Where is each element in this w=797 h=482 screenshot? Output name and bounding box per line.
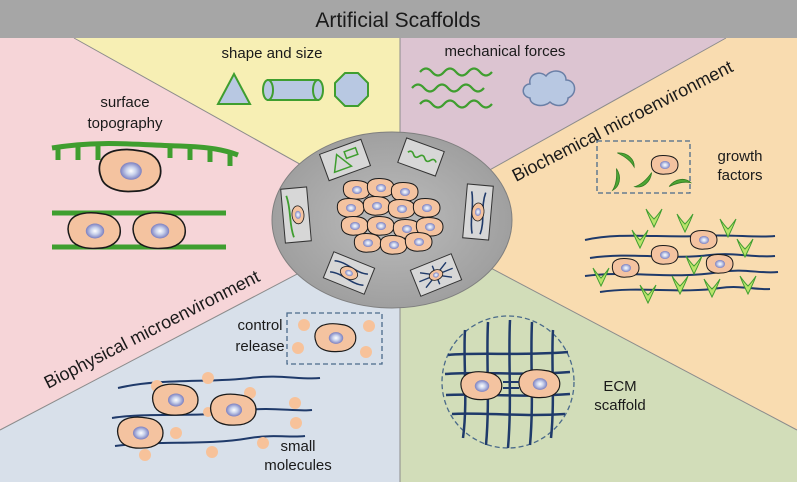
octagon-icon bbox=[334, 72, 369, 107]
cell-junction bbox=[503, 381, 519, 389]
control-label-line1: control bbox=[237, 317, 282, 334]
mechanical-forces-label: mechanical forces bbox=[445, 43, 566, 60]
cell bbox=[611, 257, 640, 278]
growth-factors-group: growth factors bbox=[584, 140, 779, 304]
molecule-dots bbox=[139, 372, 302, 461]
page-title: Artificial Scaffolds bbox=[315, 9, 480, 32]
tile-mechanical bbox=[397, 137, 445, 177]
cell bbox=[650, 244, 679, 265]
mechanical-forces-group: mechanical forces bbox=[411, 43, 576, 109]
small-label-line1: small bbox=[280, 438, 315, 455]
tile-small-molecules bbox=[322, 251, 376, 295]
control-release-group: control release bbox=[235, 312, 383, 365]
surface-label-line2: topography bbox=[87, 115, 163, 132]
triangle-icon bbox=[216, 71, 252, 105]
molecule-dots bbox=[292, 319, 375, 358]
growth-label-line1: growth bbox=[717, 148, 762, 165]
shape-size-label: shape and size bbox=[222, 45, 323, 62]
surface-topography-group: surface topography bbox=[51, 94, 239, 250]
cloud-icon bbox=[522, 70, 576, 107]
sector-ecm-scaffold bbox=[400, 220, 797, 482]
tile-ecm bbox=[409, 253, 463, 297]
cell bbox=[705, 253, 734, 274]
ecm-label-line1: ECM bbox=[603, 378, 636, 395]
tile-shape bbox=[318, 138, 372, 182]
ecm-scaffold-group: ECM scaffold bbox=[441, 315, 646, 449]
comb-fiber bbox=[51, 141, 239, 166]
cell bbox=[132, 211, 187, 250]
growth-factor-box bbox=[596, 140, 691, 194]
cell bbox=[460, 371, 503, 401]
cell bbox=[689, 229, 718, 250]
ecm-circle bbox=[441, 315, 575, 449]
growth-label-line2: factors bbox=[717, 167, 762, 184]
control-label-line2: release bbox=[235, 338, 284, 355]
sector-small-molecules bbox=[0, 220, 400, 482]
ecm-label-line2: scaffold bbox=[594, 397, 645, 414]
surface-label-line1: surface bbox=[100, 94, 149, 111]
cylinder-icon bbox=[262, 79, 324, 101]
cell bbox=[98, 148, 162, 193]
tile-surface bbox=[280, 186, 312, 244]
shape-size-group: shape and size bbox=[216, 45, 369, 107]
small-molecules-group: small molecules bbox=[111, 372, 332, 474]
center-scaffold bbox=[271, 131, 513, 309]
small-label-line2: molecules bbox=[264, 457, 332, 474]
wave-icon bbox=[411, 67, 493, 109]
cell bbox=[518, 369, 561, 399]
header-bar bbox=[0, 0, 797, 38]
cell bbox=[209, 393, 257, 426]
cell bbox=[650, 154, 679, 175]
cell bbox=[67, 211, 122, 250]
tile-growth bbox=[462, 183, 494, 241]
cell bbox=[151, 383, 199, 416]
control-release-box bbox=[286, 312, 383, 365]
cell bbox=[116, 416, 164, 449]
cell bbox=[314, 323, 357, 353]
